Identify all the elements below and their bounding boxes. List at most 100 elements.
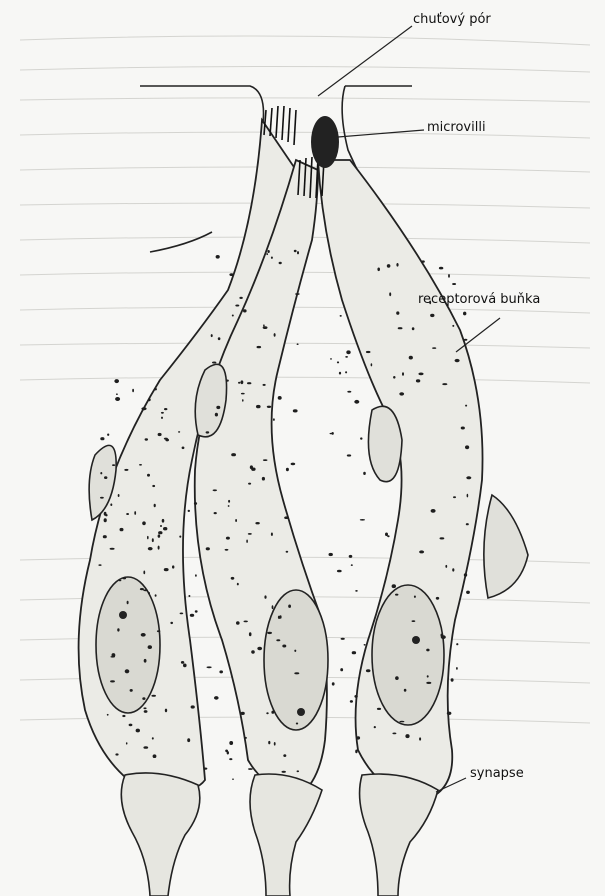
cytoplasm-granule — [293, 409, 298, 412]
cytoplasm-granule — [436, 597, 439, 600]
cytoplasm-granule — [360, 437, 362, 439]
cytoplasm-granule — [354, 400, 359, 404]
cytoplasm-granule — [249, 632, 252, 636]
cytoplasm-granule — [216, 255, 220, 259]
cytoplasm-granule — [263, 326, 268, 329]
cytoplasm-granule — [228, 500, 230, 503]
nucleus-left — [96, 577, 160, 713]
cytoplasm-granule — [204, 768, 208, 770]
cytoplasm-granule — [231, 577, 235, 580]
cytoplasm-granule — [354, 695, 357, 698]
cytoplasm-granule — [387, 535, 389, 537]
cytoplasm-granule — [164, 408, 167, 410]
cytoplasm-granule — [148, 592, 150, 594]
cytoplasm-granule — [274, 333, 276, 337]
cytoplasm-granule — [345, 356, 348, 358]
cytoplasm-granule — [141, 633, 146, 637]
cytoplasm-granule — [396, 263, 398, 267]
cytoplasm-granule — [262, 477, 265, 481]
cytoplasm-granule — [206, 431, 210, 433]
cytoplasm-granule — [107, 434, 109, 436]
cytoplasm-granule — [364, 644, 366, 646]
cytoplasm-granule — [329, 553, 333, 556]
nerve-fiber-left — [121, 773, 200, 896]
cytoplasm-granule — [248, 483, 251, 485]
cytoplasm-granule — [225, 549, 229, 551]
cytoplasm-granule — [466, 476, 471, 479]
cytoplasm-granule — [140, 588, 144, 590]
cytoplasm-granule — [182, 447, 185, 450]
cytoplasm-granule — [241, 712, 245, 715]
cytoplasm-granule — [100, 497, 104, 499]
cytoplasm-granule — [389, 292, 391, 296]
cytoplasm-granule — [187, 738, 190, 742]
cytoplasm-granule — [280, 615, 282, 618]
cytoplasm-granule — [447, 712, 452, 715]
cytoplasm-granule — [247, 382, 251, 384]
cytoplasm-granule — [332, 682, 335, 685]
cytoplasm-granule — [412, 327, 415, 330]
label-taste-pore: chuťový pór — [413, 12, 491, 27]
cytoplasm-granule — [244, 621, 248, 623]
label-receptor-cell: receptorová buňka — [418, 292, 540, 307]
cytoplasm-granule — [144, 710, 148, 713]
cytoplasm-granule — [181, 661, 184, 664]
cytoplasm-granule — [257, 346, 262, 348]
cytoplasm-granule — [126, 742, 128, 744]
cytoplasm-granule — [297, 770, 300, 772]
cytoplasm-granule — [110, 548, 115, 550]
cytoplasm-granule — [345, 371, 347, 373]
cytoplasm-granule — [393, 376, 395, 379]
cytoplasm-granule — [297, 343, 299, 345]
cytoplasm-granule — [229, 758, 232, 760]
cytoplasm-granule — [288, 605, 291, 608]
cytoplasm-granule — [211, 334, 213, 337]
cytoplasm-granule — [232, 778, 234, 780]
cytoplasm-granule — [276, 639, 280, 641]
cytoplasm-granule — [453, 496, 456, 498]
cytoplasm-granule — [132, 389, 134, 392]
cytoplasm-granule — [427, 675, 429, 677]
cytoplasm-granule — [340, 668, 343, 671]
cytoplasm-granule — [123, 577, 127, 579]
cytoplasm-granule — [465, 405, 467, 407]
cytoplasm-granule — [147, 474, 150, 477]
cytoplasm-granule — [100, 437, 104, 440]
cytoplasm-granule — [152, 737, 154, 739]
cytoplasm-granule — [274, 742, 276, 746]
cytoplasm-granule — [295, 293, 300, 295]
cytoplasm-granule — [279, 262, 282, 264]
cytoplasm-granule — [251, 650, 255, 653]
cytoplasm-granule — [158, 531, 162, 534]
cytoplasm-granule — [130, 689, 133, 692]
cytoplasm-granule — [136, 729, 140, 733]
cytoplasm-granule — [229, 741, 233, 745]
cytoplasm-granule — [347, 391, 351, 393]
cytoplasm-granule — [283, 754, 286, 757]
cytoplasm-granule — [426, 649, 429, 652]
cytoplasm-granule — [452, 568, 454, 571]
cytoplasm-granule — [241, 380, 244, 384]
cytoplasm-granule — [297, 251, 299, 254]
cytoplasm-granule — [112, 653, 116, 657]
cytoplasm-granule — [104, 518, 107, 522]
cytoplasm-granule — [162, 519, 165, 523]
cytoplasm-granule — [241, 393, 245, 395]
cytoplasm-granule — [188, 510, 190, 512]
cytoplasm-granule — [366, 669, 371, 672]
cytoplasm-granule — [164, 438, 168, 440]
cytoplasm-granule — [256, 405, 261, 408]
cytoplasm-granule — [143, 571, 145, 575]
cytoplasm-granule — [124, 469, 128, 471]
cytoplasm-granule — [145, 438, 148, 440]
cytoplasm-granule — [213, 489, 217, 491]
cytoplasm-granule — [445, 565, 447, 568]
cytoplasm-granule — [442, 383, 447, 385]
cytoplasm-granule — [463, 312, 466, 316]
cytoplasm-granule — [271, 257, 273, 259]
cytoplasm-granule — [206, 547, 210, 550]
cytoplasm-granule — [405, 734, 409, 738]
cytoplasm-granule — [294, 650, 296, 652]
cytoplasm-granule — [152, 485, 155, 487]
cytoplasm-granule — [225, 750, 228, 753]
